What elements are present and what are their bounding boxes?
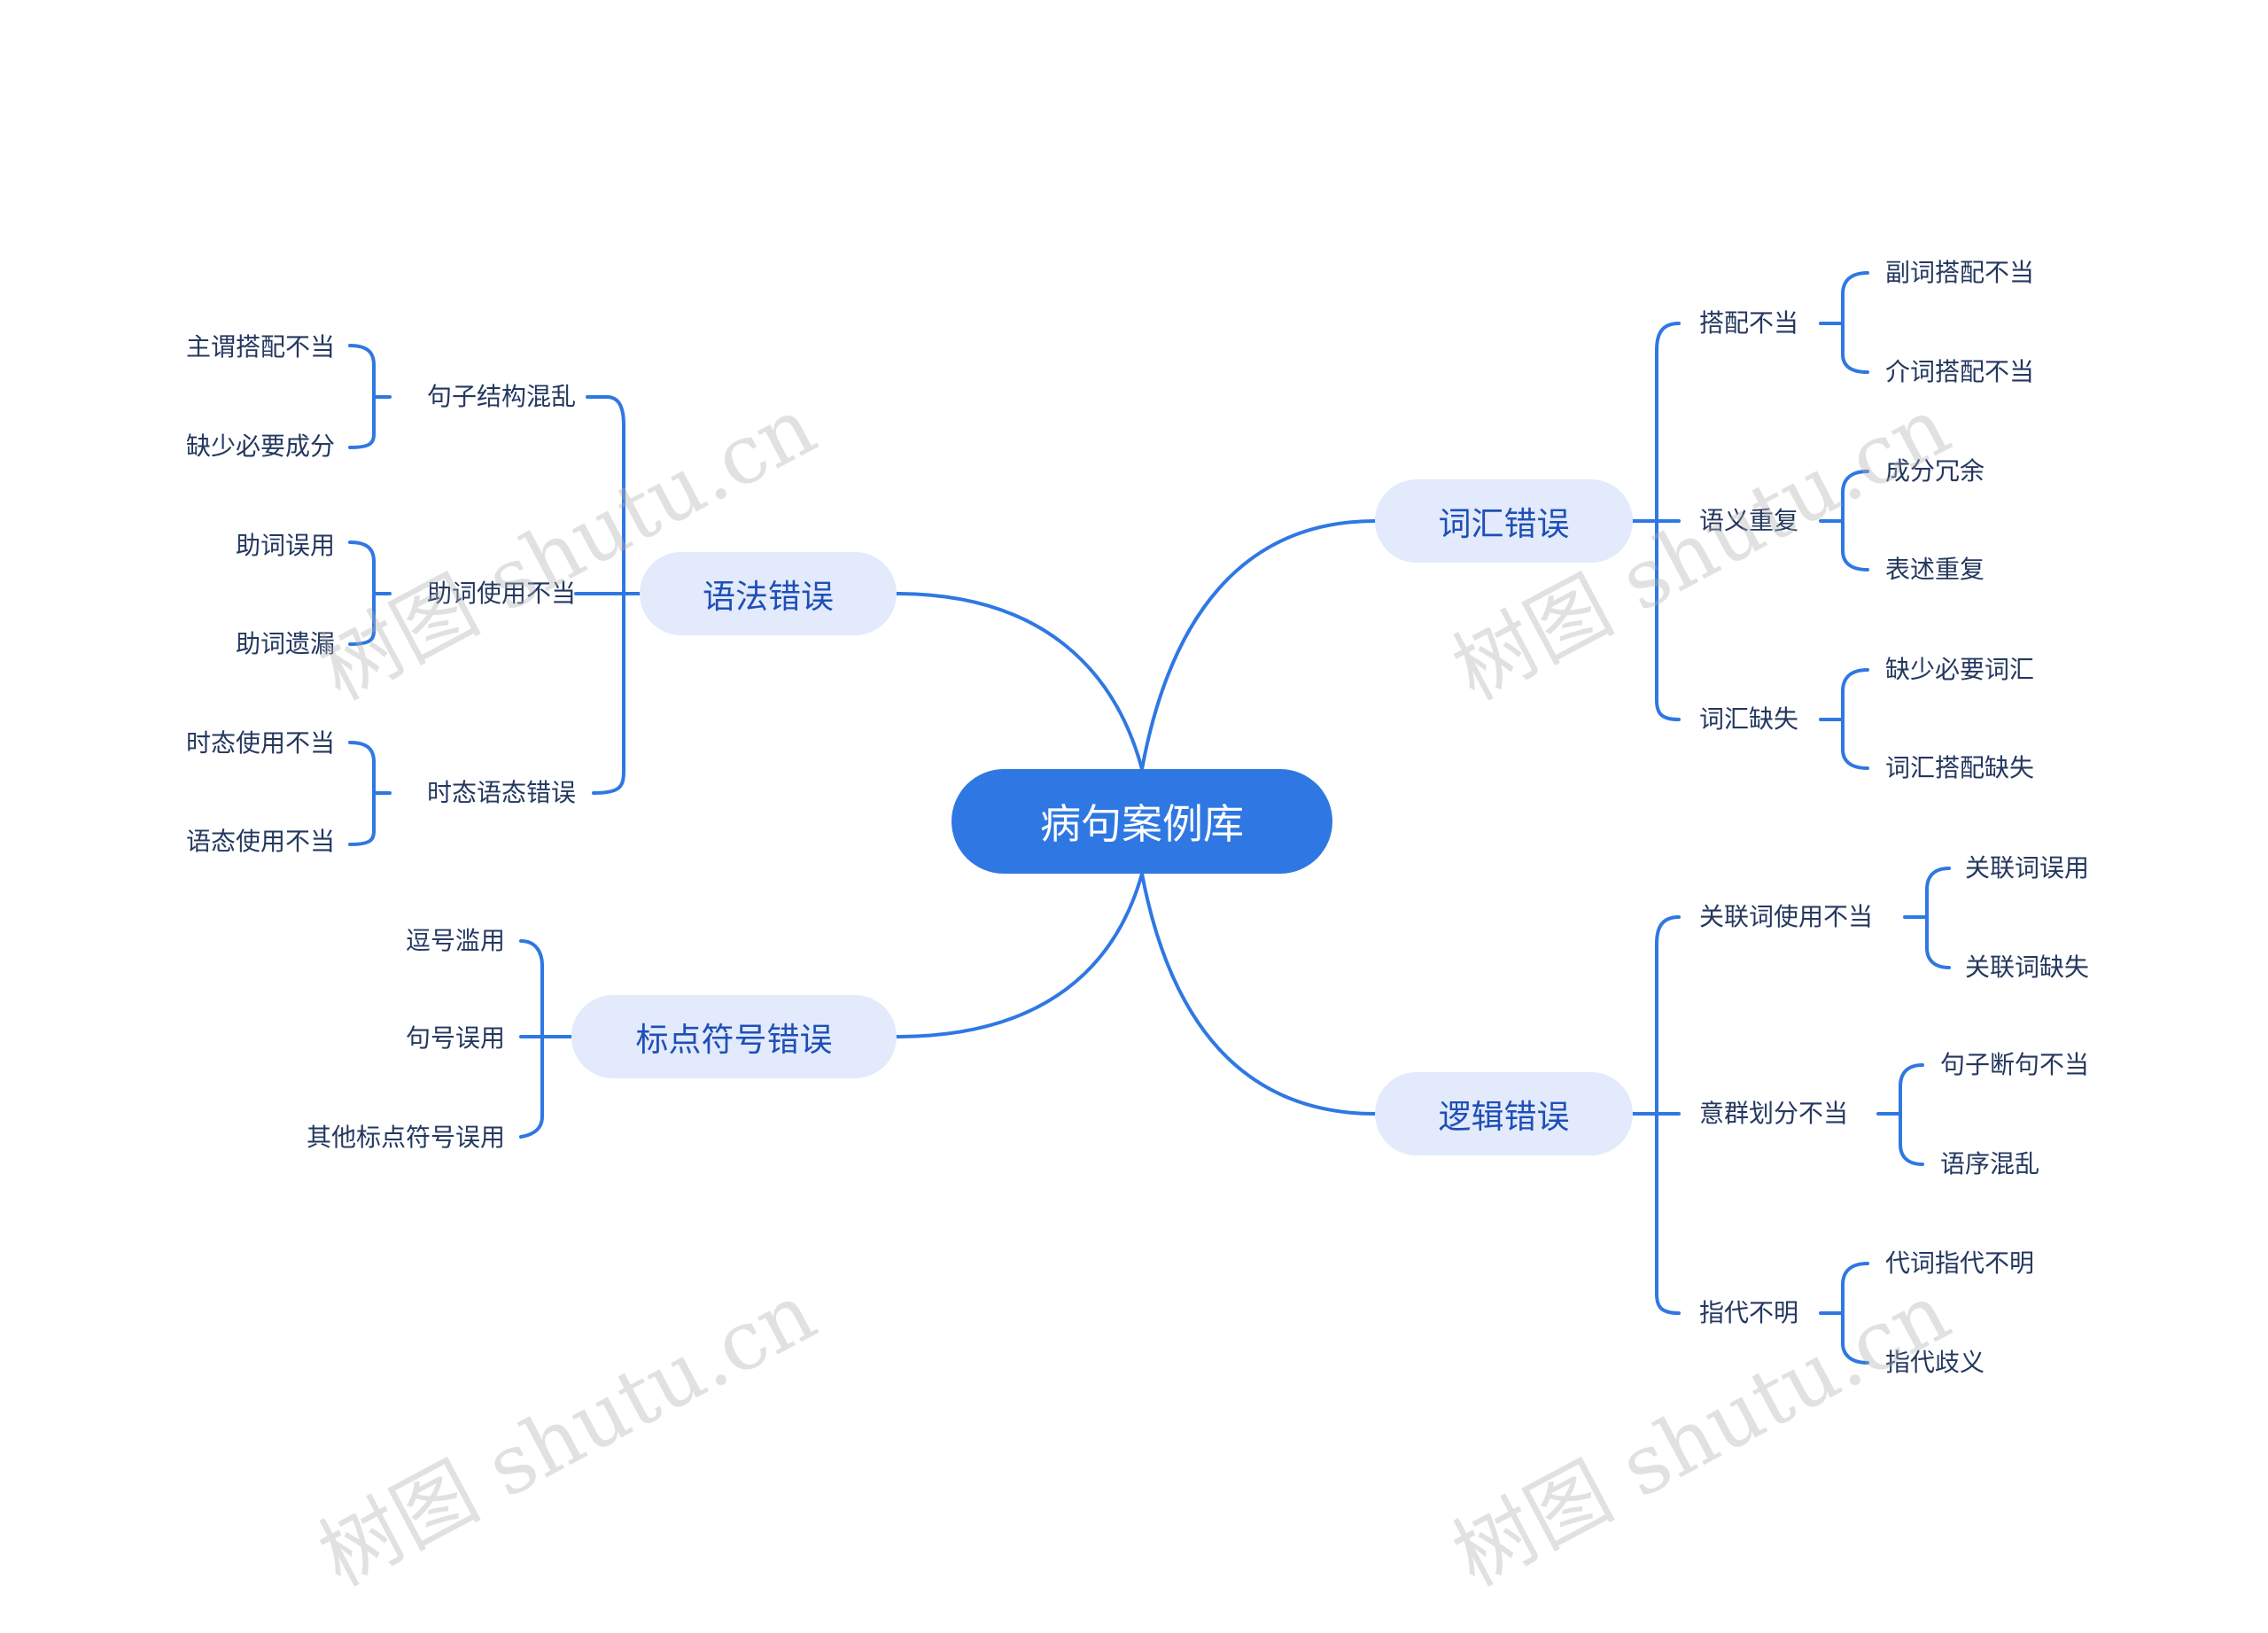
- leaf-repeated-expression[interactable]: 表述重复: [1885, 555, 1985, 584]
- root-node[interactable]: 病句案例库: [951, 769, 1332, 874]
- leaf-other-punctuation[interactable]: 其他标点符号误用: [306, 1123, 505, 1152]
- node-tense-voice[interactable]: 时态语态错误: [426, 778, 576, 807]
- branch-grammar[interactable]: 语法错误: [640, 552, 897, 635]
- leaf-missing-component[interactable]: 缺少必要成分: [185, 432, 335, 461]
- leaf-conjunction-misuse[interactable]: 关联词误用: [1965, 853, 2090, 883]
- leaf-improper-punctuation-break[interactable]: 句子断句不当: [1940, 1050, 2090, 1079]
- leaf-comma-abuse[interactable]: 逗号滥用: [405, 926, 505, 955]
- node-semantic-repetition[interactable]: 语义重复: [1699, 506, 1799, 535]
- leaf-adverb-collocation[interactable]: 副词搭配不当: [1885, 258, 2035, 287]
- node-conjunction-usage[interactable]: 关联词使用不当: [1699, 902, 1874, 931]
- node-sentence-structure[interactable]: 句子结构混乱: [426, 382, 576, 411]
- node-unclear-reference[interactable]: 指代不明: [1699, 1298, 1799, 1327]
- leaf-conjunction-missing[interactable]: 关联词缺失: [1965, 953, 2090, 982]
- leaf-voice-usage[interactable]: 语态使用不当: [185, 827, 335, 856]
- leaf-word-order[interactable]: 语序混乱: [1940, 1149, 2040, 1178]
- leaf-missing-vocabulary[interactable]: 缺少必要词汇: [1885, 655, 2035, 684]
- leaf-pronoun-reference[interactable]: 代词指代不明: [1885, 1248, 2035, 1278]
- leaf-reference-ambiguity[interactable]: 指代歧义: [1885, 1348, 1985, 1377]
- branch-logic[interactable]: 逻辑错误: [1375, 1072, 1633, 1155]
- connector-root-punctuation: [895, 872, 1144, 1038]
- connector-root-grammar: [895, 592, 1144, 771]
- branch-vocabulary[interactable]: 词汇错误: [1375, 479, 1633, 563]
- node-phrase-division[interactable]: 意群划分不当: [1699, 1099, 1849, 1128]
- leaf-particle-omission[interactable]: 助词遗漏: [235, 629, 335, 658]
- connector-root-logic: [1140, 872, 1377, 1116]
- branch-punctuation[interactable]: 标点符号错误: [571, 995, 897, 1078]
- node-collocation[interactable]: 搭配不当: [1699, 308, 1799, 338]
- leaf-particle-misuse[interactable]: 助词误用: [235, 531, 335, 560]
- connector-root-vocabulary: [1140, 519, 1377, 771]
- node-word-missing[interactable]: 词汇缺失: [1699, 704, 1799, 734]
- node-particle-usage[interactable]: 助词使用不当: [426, 579, 576, 608]
- leaf-tense-usage[interactable]: 时态使用不当: [185, 728, 335, 758]
- leaf-missing-collocation[interactable]: 词汇搭配缺失: [1885, 753, 2035, 782]
- leaf-period-misuse[interactable]: 句号误用: [405, 1023, 505, 1053]
- leaf-preposition-collocation[interactable]: 介词搭配不当: [1885, 357, 2035, 386]
- leaf-subject-predicate[interactable]: 主谓搭配不当: [185, 332, 335, 362]
- leaf-redundant-component[interactable]: 成分冗余: [1885, 456, 1985, 486]
